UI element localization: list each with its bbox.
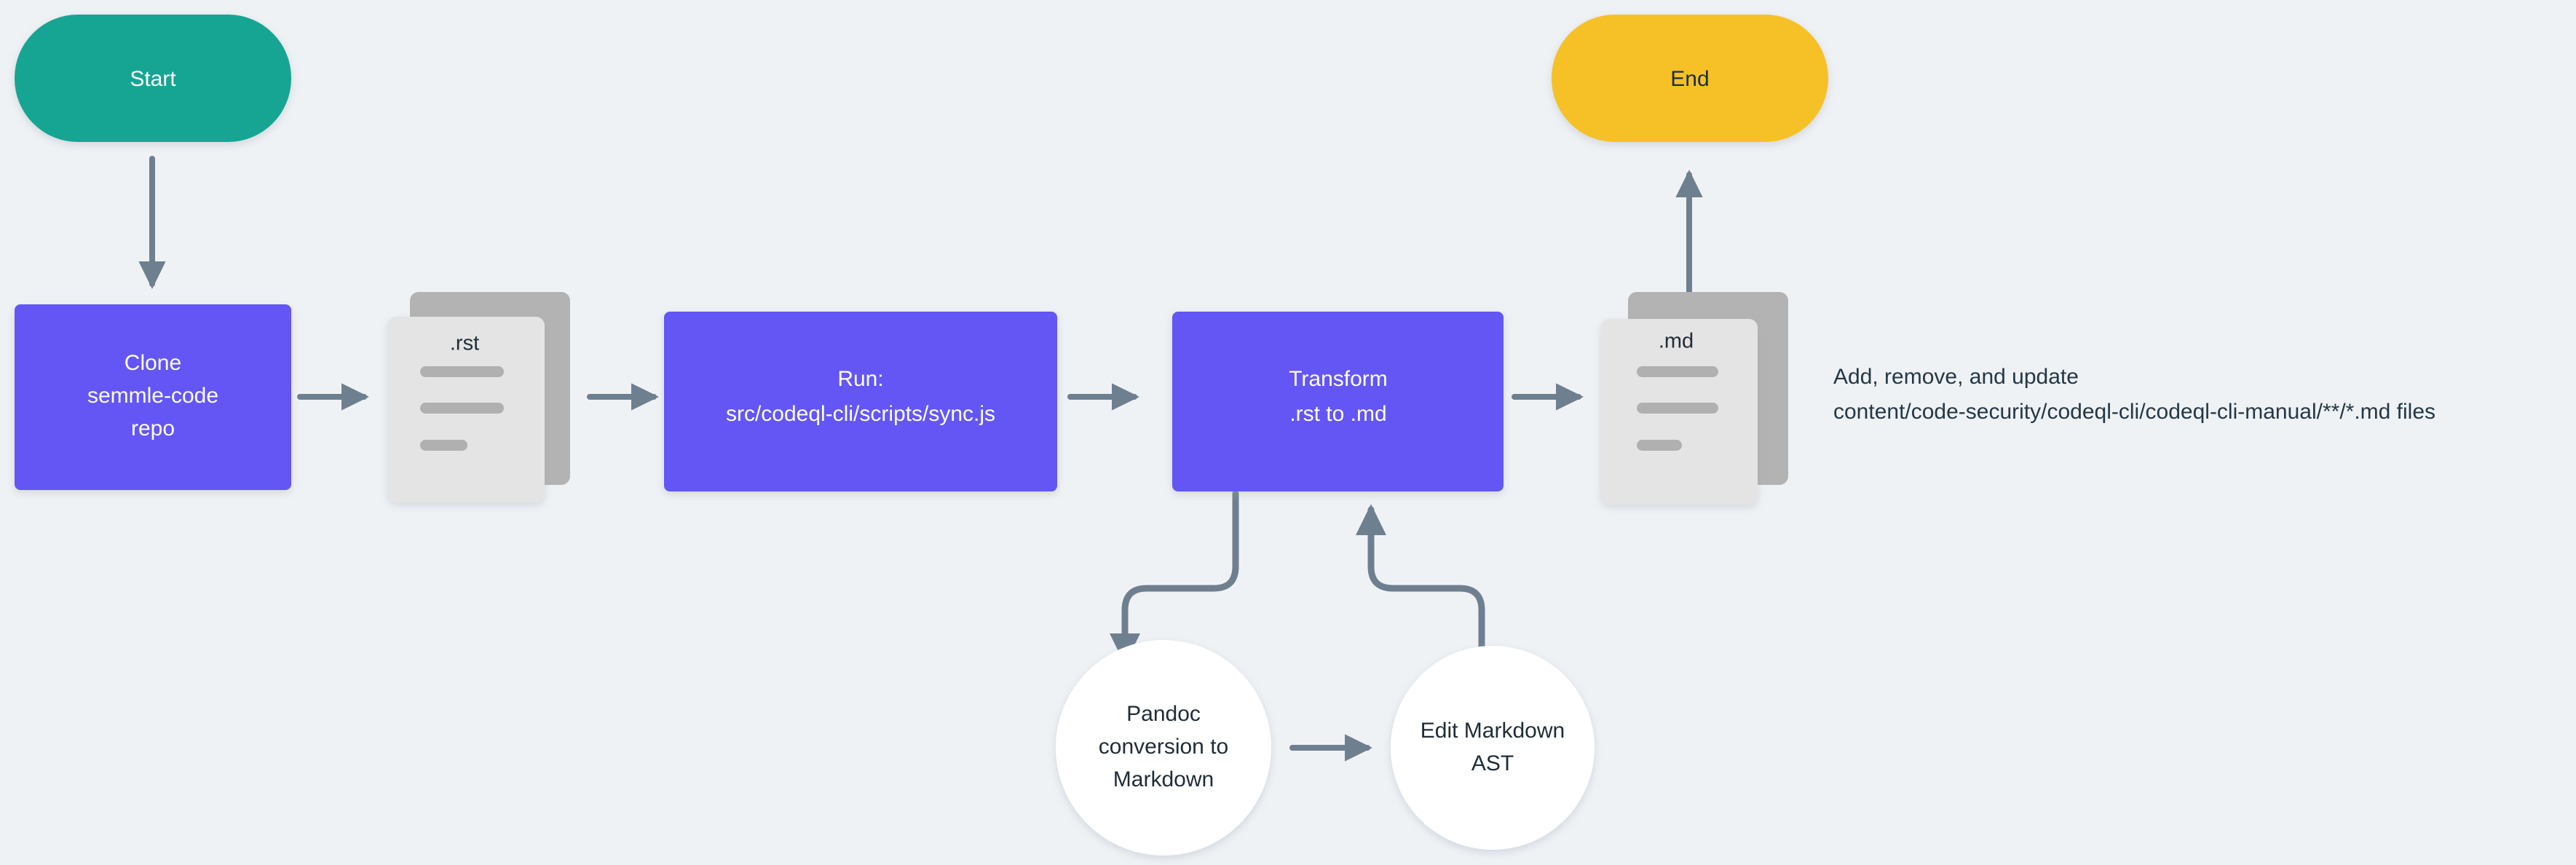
node-clone[interactable]: Clone semmle-code repo [15,304,291,490]
rst-text-line-3 [420,440,467,451]
start-shape[interactable] [15,15,291,142]
run-label-line1: Run: [837,367,883,391]
annotation-line-1: Add, remove, and update [1833,365,2079,389]
md-label: .md [1659,330,1694,353]
md-text-line-3 [1637,440,1682,451]
end-shape[interactable] [1552,15,1828,142]
node-md-document[interactable]: .md [1601,292,1788,505]
node-pandoc[interactable]: Pandoc conversion to Markdown [1056,640,1271,856]
run-shape[interactable] [664,312,1057,491]
node-rst-document[interactable]: .rst [388,292,570,502]
pandoc-shape[interactable] [1056,640,1271,856]
pandoc-label-line3: Markdown [1113,767,1214,791]
node-edit-markdown-ast[interactable]: Edit Markdown AST [1391,646,1595,850]
edit-ast-label-line2: AST [1471,751,1514,775]
md-text-line-1 [1637,366,1718,377]
transform-shape[interactable] [1172,312,1504,491]
md-text-line-2 [1637,403,1718,414]
node-start[interactable]: Start [15,15,291,142]
pandoc-label-line1: Pandoc [1126,702,1201,726]
clone-label-line2: semmle-code [87,384,218,408]
edge-transform-to-pandoc [1109,490,1239,665]
annotation-line-2: content/code-security/codeql-cli/codeql-… [1833,400,2435,424]
pandoc-label-line2: conversion to [1099,735,1228,759]
node-end[interactable]: End [1552,15,1828,142]
clone-shape[interactable] [15,304,291,490]
connectors [138,156,1703,762]
node-transform[interactable]: Transform .rst to .md [1172,312,1504,491]
edit-ast-shape[interactable] [1391,646,1595,850]
clone-label-line3: repo [131,416,175,441]
node-run[interactable]: Run: src/codeql-cli/scripts/sync.js [664,312,1057,491]
annotation-block: Add, remove, and update content/code-sec… [1833,365,2435,424]
rst-label: .rst [450,332,479,355]
rst-text-line-1 [420,366,504,377]
run-label-line2: src/codeql-cli/scripts/sync.js [726,402,995,426]
transform-label-line1: Transform [1289,367,1388,391]
edge-editast-to-transform [1355,504,1485,663]
rst-text-line-2 [420,403,504,414]
end-label: End [1670,67,1709,91]
clone-label-line1: Clone [125,351,181,375]
edit-ast-label-line1: Edit Markdown [1421,719,1565,743]
start-label: Start [130,67,176,91]
transform-label-line2: .rst to .md [1289,402,1386,426]
